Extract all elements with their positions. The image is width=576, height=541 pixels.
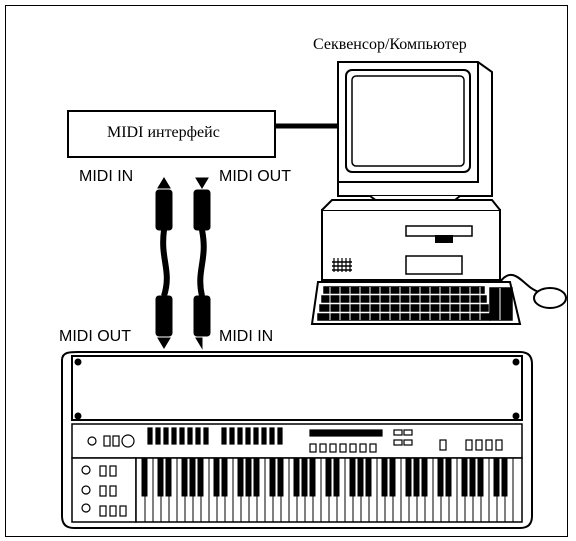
digital-piano-icon (61, 351, 533, 529)
midi-interface-label: MIDI интерфейс (107, 124, 220, 141)
piano-keys (141, 457, 514, 522)
computer-case-icon (321, 199, 501, 281)
computer-keyboard-icon (310, 281, 522, 325)
piano-midi-in-label: MIDI IN (219, 328, 274, 345)
mouse-icon (499, 273, 567, 309)
interface-midi-in-label: MIDI IN (79, 168, 134, 185)
sequencer-computer-label: Секвенсор/Компьютер (313, 36, 467, 53)
piano-control-panel (81, 427, 503, 517)
interface-midi-out-label: MIDI OUT (219, 168, 291, 185)
piano-midi-out-label: MIDI OUT (59, 328, 131, 345)
midi-cable-left (155, 177, 173, 349)
diagram-frame (5, 5, 568, 537)
midi-interface-box (67, 110, 276, 158)
monitor-icon (337, 61, 493, 221)
midi-cable-right (193, 177, 211, 350)
